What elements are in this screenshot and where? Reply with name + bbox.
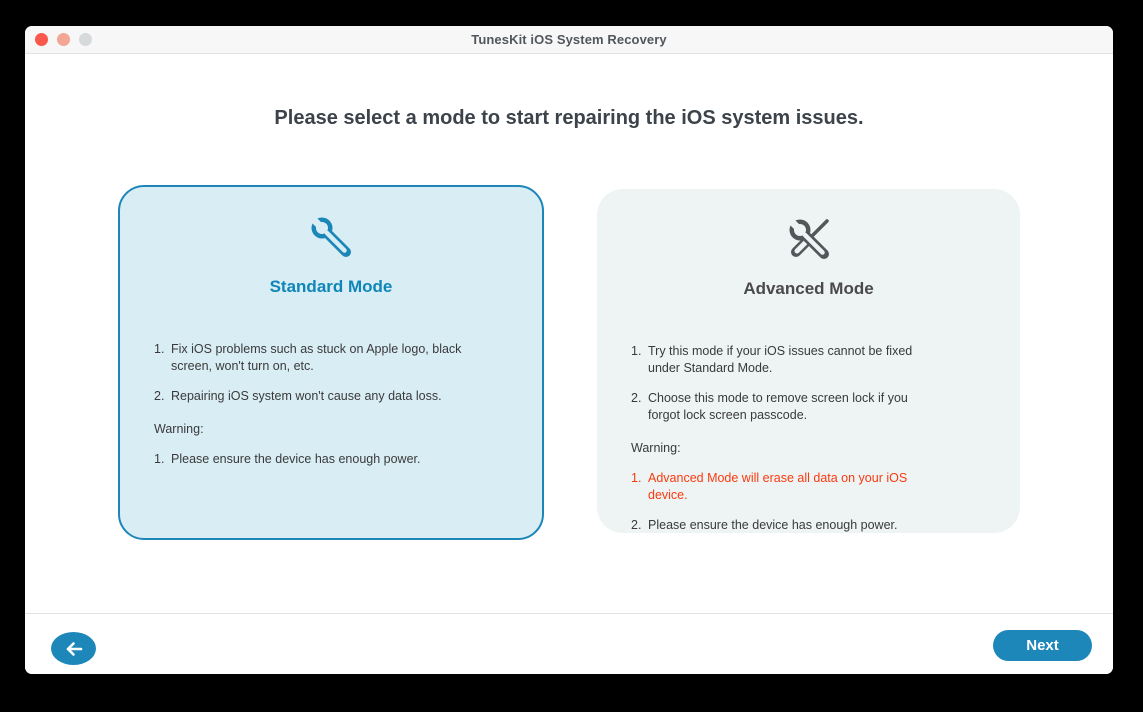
mode-cards: Standard Mode 1. Fix iOS problems such a… [25, 185, 1113, 540]
list-item: 2. Repairing iOS system won't cause any … [154, 388, 464, 405]
list-item-text: Choose this mode to remove screen lock i… [648, 391, 908, 422]
list-item-text: Try this mode if your iOS issues cannot … [648, 344, 913, 375]
advanced-mode-icon-area [597, 189, 1020, 269]
title-bar: TunesKit iOS System Recovery [25, 26, 1113, 54]
list-item: 2. Choose this mode to remove screen loc… [631, 390, 942, 424]
close-button[interactable] [35, 33, 48, 46]
standard-mode-icon-area [120, 187, 542, 267]
list-item-number: 1. [631, 344, 642, 358]
list-item: 1. Fix iOS problems such as stuck on App… [154, 341, 464, 375]
wrench-icon [303, 209, 351, 257]
list-item-text: Please ensure the device has enough powe… [648, 518, 898, 532]
advanced-mode-title: Advanced Mode [743, 279, 874, 298]
advanced-mode-description: 1. Try this mode if your iOS issues cann… [597, 343, 1020, 534]
list-item-number: 1. [631, 471, 642, 485]
back-button[interactable] [51, 632, 96, 665]
footer-bar: Next [25, 613, 1113, 674]
advanced-mode-card[interactable]: Advanced Mode 1. Try this mode if your i… [597, 189, 1020, 533]
traffic-lights [35, 26, 92, 53]
list-item-text: Advanced Mode will erase all data on you… [648, 471, 908, 502]
list-item-number: 1. [154, 342, 165, 356]
standard-mode-description: 1. Fix iOS problems such as stuck on App… [120, 341, 542, 468]
warning-item: 2. Please ensure the device has enough p… [631, 517, 942, 534]
list-item-text: Fix iOS problems such as stuck on Apple … [171, 342, 462, 373]
main-content: Please select a mode to start repairing … [25, 54, 1113, 613]
back-arrow-icon [66, 641, 82, 656]
app-window: TunesKit iOS System Recovery Please sele… [25, 26, 1113, 674]
standard-mode-card[interactable]: Standard Mode 1. Fix iOS problems such a… [118, 185, 544, 540]
warning-label: Warning: [154, 422, 204, 436]
standard-mode-title: Standard Mode [269, 277, 393, 296]
list-item-text: Please ensure the device has enough powe… [171, 452, 421, 466]
next-button[interactable]: Next [993, 630, 1092, 661]
page-title: Please select a mode to start repairing … [274, 107, 864, 129]
warning-label: Warning: [631, 441, 681, 455]
zoom-button[interactable] [79, 33, 92, 46]
minimize-button[interactable] [57, 33, 70, 46]
wrench-screwdriver-icon [781, 211, 829, 259]
list-item-text: Repairing iOS system won't cause any dat… [171, 389, 442, 403]
list-item-number: 2. [154, 389, 165, 403]
warning-item: 1. Please ensure the device has enough p… [154, 451, 464, 468]
list-item: 1. Try this mode if your iOS issues cann… [631, 343, 942, 377]
list-item-number: 2. [631, 391, 642, 405]
list-item-number: 1. [154, 452, 165, 466]
list-item-number: 2. [631, 518, 642, 532]
warning-item-erase-data: 1. Advanced Mode will erase all data on … [631, 470, 942, 504]
window-title: TunesKit iOS System Recovery [471, 32, 667, 47]
